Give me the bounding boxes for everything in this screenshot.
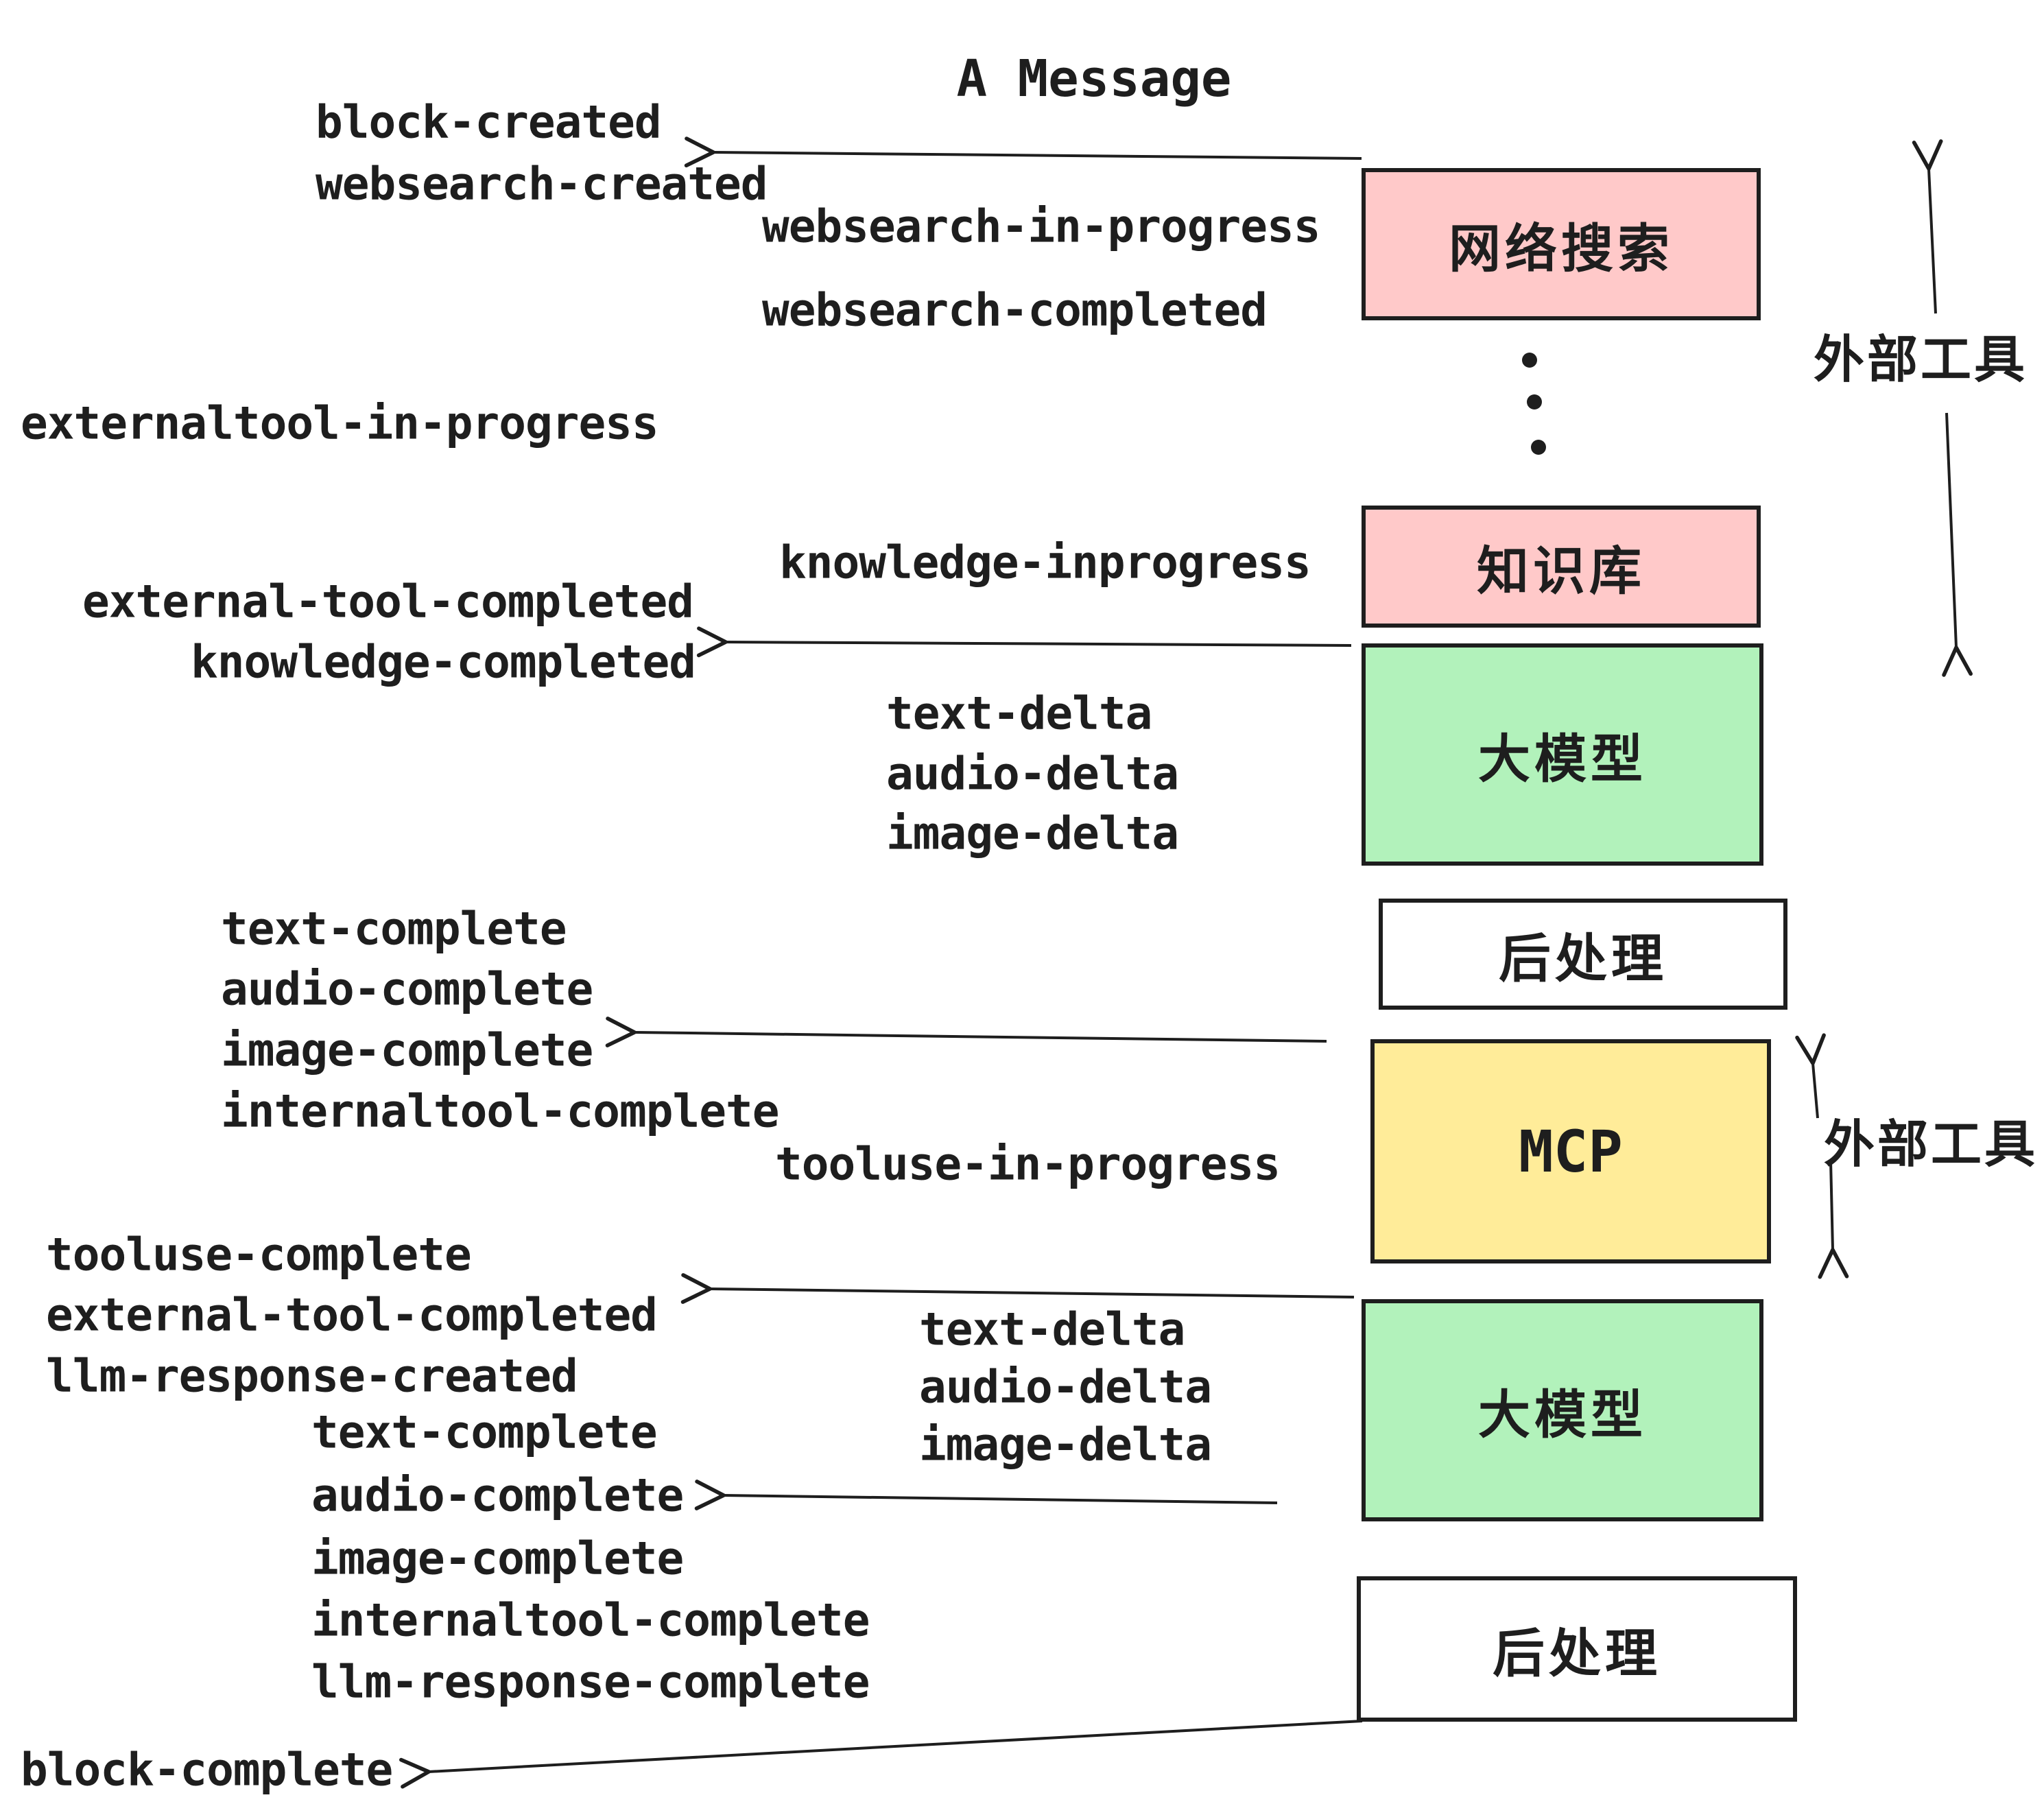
event-internaltool-complete-1: internaltool-complete [221, 1084, 779, 1138]
event-image-delta-2: image-delta [919, 1418, 1212, 1471]
event-llm-response-complete: llm-response-complete [311, 1655, 870, 1709]
box-post-process-top: 后处理 [1379, 899, 1787, 1010]
event-image-complete-1: image-complete [221, 1023, 593, 1077]
box-mcp-label: MCP [1519, 1117, 1623, 1185]
box-llm-bottom: 大模型 [1362, 1299, 1763, 1521]
event-knowledge-completed: knowledge-completed [191, 635, 696, 689]
arrow-tooluse-complete [680, 1273, 1355, 1304]
event-text-complete-1: text-complete [221, 902, 567, 956]
box-llm-bottom-label: 大模型 [1478, 1386, 1647, 1445]
box-post-process-bottom-label: 后处理 [1493, 1625, 1661, 1683]
event-audio-complete-1: audio-complete [221, 962, 593, 1016]
event-block-complete: block-complete [21, 1743, 393, 1796]
event-internaltool-complete-2: internaltool-complete [311, 1593, 870, 1647]
event-externaltool-in-progress: externaltool-in-progress [21, 396, 659, 450]
box-llm-top: 大模型 [1362, 643, 1763, 866]
ellipsis-dots [1522, 353, 1546, 455]
event-websearch-completed: websearch-completed [762, 283, 1268, 337]
arrow-external-tool-down-1 [1942, 412, 1973, 677]
event-tooluse-complete: tooluse-complete [46, 1228, 472, 1281]
event-block-created: block-created [316, 95, 662, 149]
event-external-tool-completed-2: external-tool-completed [46, 1288, 658, 1342]
box-post-process-top-label: 后处理 [1499, 930, 1667, 988]
arrow-external-tool-up-1 [1912, 139, 1943, 314]
side-label-external-tool-mid: 外部工具 [1824, 1115, 2038, 1173]
arrow-websearch-created [684, 137, 1362, 168]
event-llm-response-created: llm-response-created [46, 1349, 578, 1403]
diagram-title: A Message [956, 49, 1232, 108]
arrow-audio-complete [694, 1480, 1278, 1510]
arrow-block-complete [399, 1720, 1363, 1789]
box-knowledge-label: 知识库 [1477, 543, 1645, 601]
box-knowledge: 知识库 [1362, 506, 1761, 628]
arrow-image-complete [605, 1017, 1327, 1047]
box-llm-top-label: 大模型 [1478, 731, 1647, 789]
event-image-delta-1: image-delta [886, 807, 1179, 860]
event-tooluse-in-progress: tooluse-in-progress [775, 1137, 1281, 1191]
event-audio-delta-2: audio-delta [919, 1360, 1212, 1414]
box-web-search: 网络搜索 [1362, 168, 1761, 320]
side-label-external-tool-top: 外部工具 [1814, 331, 2028, 388]
event-text-complete-2: text-complete [311, 1405, 658, 1459]
event-image-complete-2: image-complete [311, 1532, 684, 1585]
box-mcp: MCP [1370, 1039, 1771, 1263]
event-text-delta-2: text-delta [919, 1303, 1185, 1356]
event-audio-delta-1: audio-delta [886, 747, 1179, 800]
event-external-tool-completed-1: external-tool-completed [82, 575, 694, 628]
arrow-knowledge-completed [696, 626, 1352, 658]
box-post-process-bottom: 后处理 [1357, 1576, 1797, 1722]
event-knowledge-inprogress: knowledge-inprogress [779, 536, 1311, 589]
event-text-delta-1: text-delta [886, 687, 1152, 740]
event-websearch-created: websearch-created [316, 157, 768, 211]
event-audio-complete-2: audio-complete [311, 1469, 684, 1522]
arrow-external-tool-up-2 [1795, 1033, 1826, 1119]
box-web-search-label: 网络搜索 [1449, 220, 1674, 278]
event-websearch-in-progress: websearch-in-progress [762, 200, 1320, 253]
